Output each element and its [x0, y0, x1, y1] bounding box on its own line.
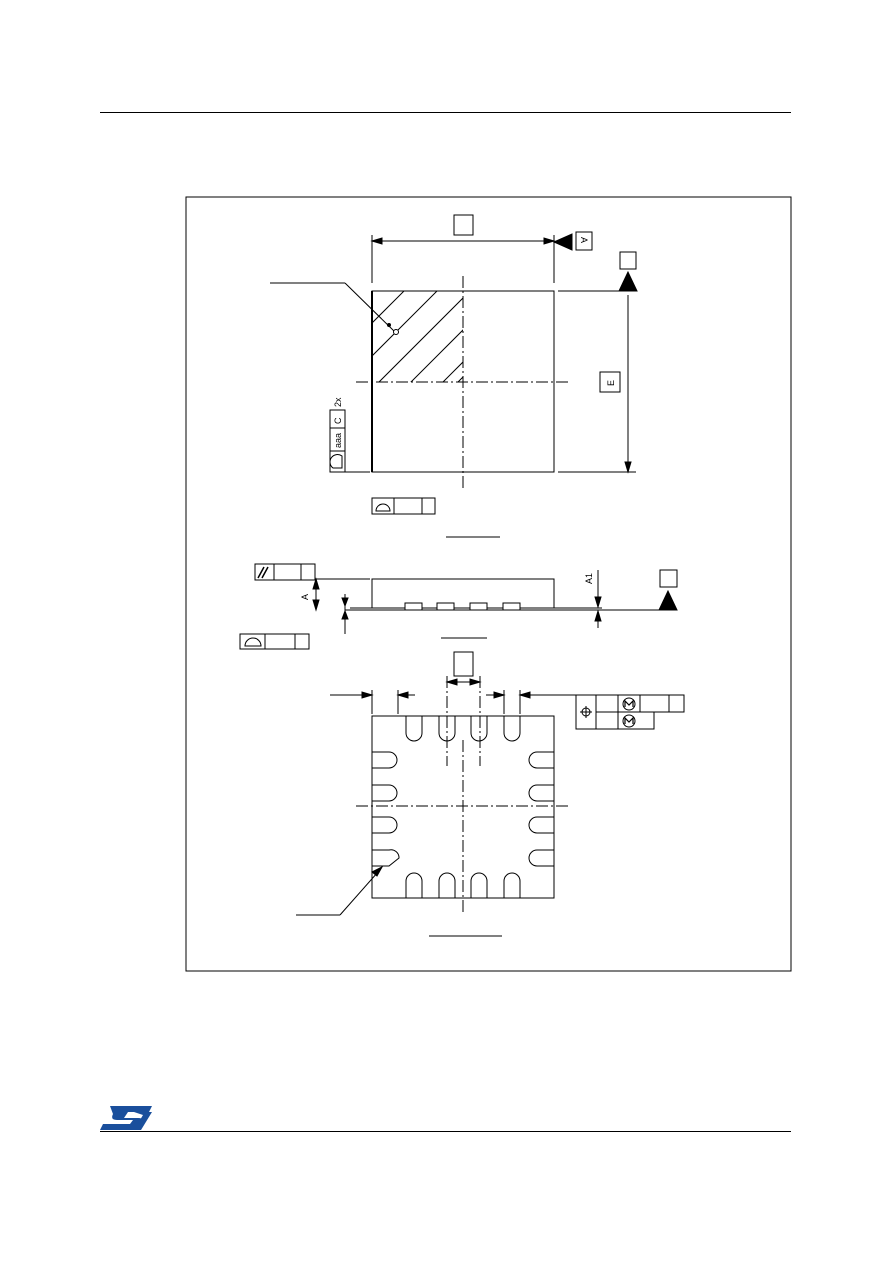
pad-bottom — [503, 872, 521, 898]
pad-left — [372, 751, 398, 769]
pad-bottom — [405, 872, 423, 898]
dim-e-pitch-box — [453, 651, 474, 677]
pad-right — [528, 816, 554, 834]
pad-right — [528, 849, 554, 867]
pin1-leader-dot — [387, 323, 391, 327]
pad-right — [528, 751, 554, 769]
bottom-view — [296, 651, 685, 937]
drawing-frame — [185, 196, 792, 972]
datum-c-text: C — [333, 417, 343, 424]
datum-a-box — [575, 231, 593, 251]
side-view — [239, 563, 678, 650]
pin1-leader-diag — [344, 282, 396, 333]
datum-a-label: A — [579, 237, 589, 243]
dim-e-box — [599, 371, 621, 393]
header-rule — [100, 112, 791, 113]
top-view — [270, 214, 638, 538]
profile-icon-side — [244, 637, 262, 647]
pad-left — [372, 784, 398, 802]
dim-e-label: E — [606, 380, 616, 386]
mmc-icon — [622, 714, 636, 728]
pad-top — [470, 716, 488, 742]
datum-c-box — [659, 569, 678, 588]
pin1-marker — [393, 329, 399, 335]
pad-right — [528, 784, 554, 802]
pad-bottom — [470, 872, 488, 898]
datum-a-triangle — [552, 233, 573, 251]
profile-icon-vertical — [329, 454, 343, 469]
pin1-hatch-area — [372, 291, 463, 382]
terminal-side — [436, 602, 455, 611]
pad-left — [372, 816, 398, 834]
body-outline-bottom — [371, 715, 555, 899]
profile-icon-horizontal — [375, 503, 391, 512]
body-outline-side — [371, 578, 555, 609]
terminal-side — [469, 602, 488, 611]
datum-c-triangle — [658, 589, 678, 611]
pad-bottom — [438, 872, 456, 898]
parallelism-icon — [257, 566, 265, 579]
parallelism-frame — [254, 563, 316, 581]
dim-d-box — [453, 214, 474, 236]
terminal-side — [404, 602, 423, 611]
times-2x-text: 2x — [333, 397, 343, 407]
terminal-side — [502, 602, 521, 611]
pad-top — [405, 716, 423, 742]
footer-rule — [100, 1131, 791, 1132]
aaa-text: aaa — [333, 433, 343, 448]
dim-a1-label: A1 — [584, 573, 594, 584]
pad-top — [438, 716, 456, 742]
datum-b-triangle — [618, 270, 638, 292]
mmc-icon — [622, 697, 636, 711]
st-logo-icon — [100, 1106, 152, 1130]
dim-a-label: A — [300, 594, 310, 600]
pad-top — [503, 716, 521, 742]
pad-left-pin1 — [372, 849, 400, 867]
datum-b-box — [619, 251, 637, 270]
